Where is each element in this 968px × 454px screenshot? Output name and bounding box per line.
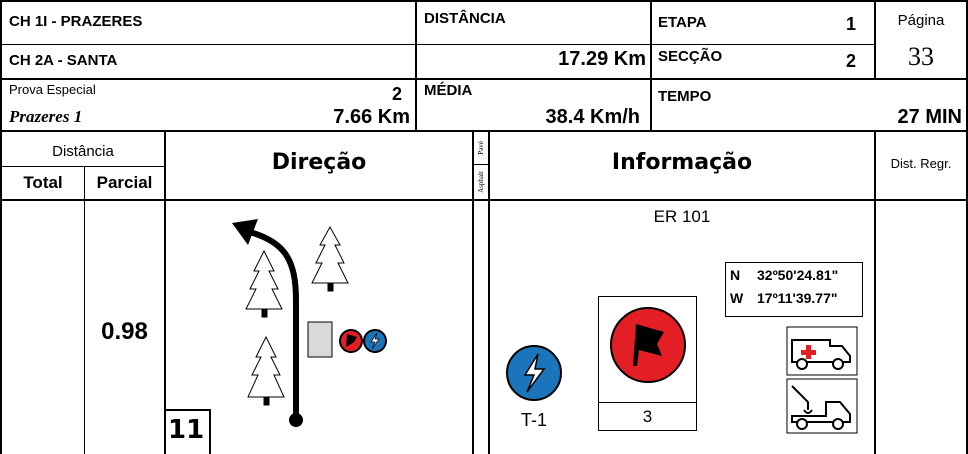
prova-label: Prova Especial xyxy=(9,82,96,97)
distancia-value: 17.29 Km xyxy=(558,48,646,70)
col-direcao: Direção xyxy=(271,150,367,175)
col-distancia: Distância xyxy=(52,143,114,160)
divider-h2 xyxy=(0,78,968,80)
divider-h4 xyxy=(0,199,968,201)
tree-icon xyxy=(245,249,283,318)
coord-w-value: 17º11'39.77" xyxy=(757,290,838,306)
divider-v-total xyxy=(84,166,85,454)
pagina-value: 33 xyxy=(908,42,934,71)
flag-box xyxy=(598,296,697,431)
border-right xyxy=(966,0,968,454)
border-left xyxy=(0,0,2,454)
etapa-label: ETAPA xyxy=(658,14,707,31)
divider-surface xyxy=(474,164,488,165)
divider-v-header1 xyxy=(415,0,417,130)
side-road-box xyxy=(307,321,333,358)
divider-total-parcial xyxy=(0,166,164,167)
pagina-label: Página xyxy=(897,12,945,29)
ch1-label: CH 1I - PRAZERES xyxy=(9,13,143,30)
col-total: Total xyxy=(23,173,63,192)
tree-icon xyxy=(311,225,349,292)
coordinates-box xyxy=(725,262,863,317)
row-number: 11 xyxy=(168,415,205,445)
row-number-box xyxy=(165,409,211,454)
ch2-label: CH 2A - SANTA xyxy=(9,52,118,69)
turn-left-arrow-icon xyxy=(232,219,258,245)
tow-truck-icon xyxy=(786,378,858,434)
col-dist-regr: Dist. Regr. xyxy=(890,156,952,171)
flag-box-divider xyxy=(598,402,697,403)
col-asphalt: Asphalt xyxy=(477,171,485,193)
red-flag-icon xyxy=(610,307,686,383)
lightning-icon xyxy=(506,345,562,401)
media-label: MÉDIA xyxy=(424,82,473,99)
prova-name: Prazeres 1 xyxy=(9,107,83,126)
direction-diagram xyxy=(232,219,387,427)
divider-v-parcial xyxy=(164,130,166,454)
parcial-value: 0.98 xyxy=(101,318,148,345)
tempo-value: 27 MIN xyxy=(897,106,962,128)
seccao-label: SECÇÃO xyxy=(658,48,723,65)
divider-v-surface xyxy=(488,130,490,454)
start-dot xyxy=(289,413,303,427)
divider-v-header3 xyxy=(874,0,876,80)
divider-v-direcao xyxy=(472,130,474,454)
divider-v-header2 xyxy=(650,0,652,130)
tree-icon xyxy=(247,335,285,406)
divider-h3 xyxy=(0,130,968,132)
col-parcial: Parcial xyxy=(96,173,153,192)
prova-km: 7.66 Km xyxy=(333,106,410,128)
tempo-label: TEMPO xyxy=(658,88,712,105)
road-label: ER 101 xyxy=(653,207,711,226)
media-value: 38.4 Km/h xyxy=(545,106,640,128)
col-pave: Pavé xyxy=(476,140,485,155)
coord-n-value: 32º50'24.81" xyxy=(757,267,839,283)
seccao-value: 2 xyxy=(846,51,857,71)
col-informacao: Informação xyxy=(611,150,753,175)
coord-n-label: N xyxy=(730,267,741,283)
flag-count: 3 xyxy=(642,407,653,426)
etapa-value: 1 xyxy=(846,14,857,34)
divider-v-info xyxy=(874,130,876,454)
ambulance-icon xyxy=(786,326,858,376)
route-line xyxy=(245,228,299,416)
divider-h1 xyxy=(0,44,875,45)
t-label: T-1 xyxy=(520,410,547,430)
coord-w-label: W xyxy=(730,290,744,306)
prova-number: 2 xyxy=(392,84,403,104)
border-top xyxy=(0,0,968,2)
distancia-label: DISTÂNCIA xyxy=(424,10,506,27)
